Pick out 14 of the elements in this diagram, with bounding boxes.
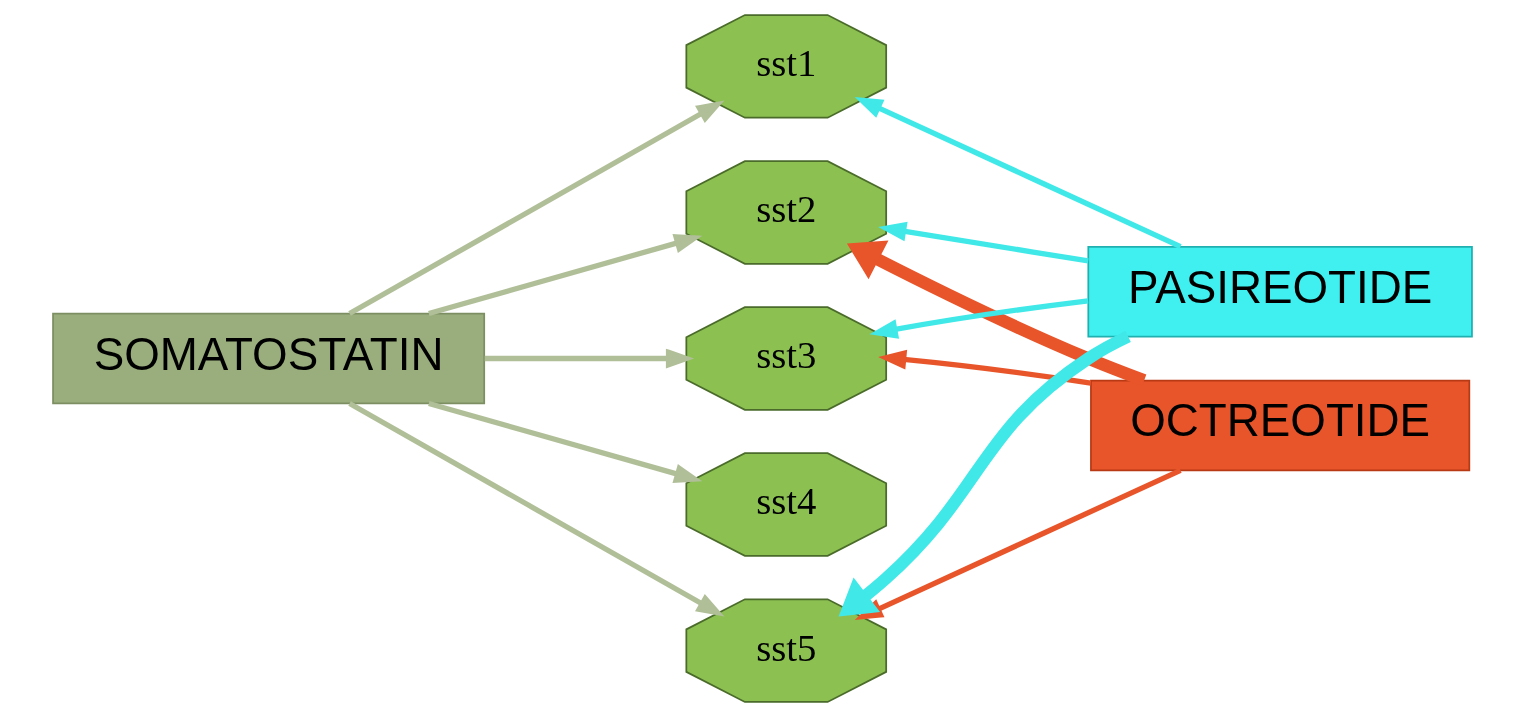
arrow — [347, 100, 724, 316]
arrow — [877, 221, 1089, 264]
arrow — [427, 234, 702, 317]
node-box: PASIREOTIDE — [1086, 245, 1473, 338]
arrow — [869, 298, 1088, 339]
node-box: OCTREOTIDE — [1089, 379, 1470, 472]
arrow — [854, 97, 1182, 250]
arrow — [846, 240, 1146, 387]
arrow — [484, 348, 694, 369]
node-box: SOMATOSTATIN — [51, 312, 485, 405]
arrow — [838, 330, 1131, 617]
arrow — [347, 401, 724, 617]
arrow — [427, 401, 702, 483]
arrow — [877, 349, 1091, 386]
